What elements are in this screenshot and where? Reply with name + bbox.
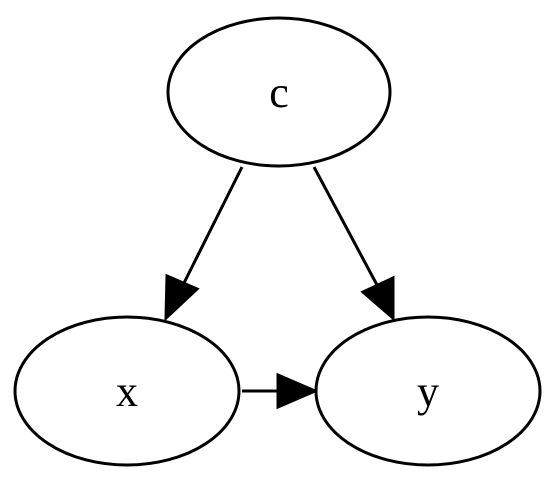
edge-x-to-y-arrowhead	[276, 372, 319, 410]
edge-c-to-x-line	[181, 166, 244, 286]
node-c: c	[166, 16, 392, 168]
edge-c-to-y	[312, 166, 395, 322]
node-y-label: y	[417, 367, 439, 416]
node-y: y	[314, 315, 542, 467]
edge-x-to-y	[242, 372, 319, 410]
node-c-label: c	[269, 68, 289, 117]
edge-c-to-y-line	[312, 166, 379, 286]
edge-c-to-y-arrowhead	[360, 275, 395, 322]
node-x: x	[13, 315, 241, 467]
edge-c-to-x-arrowhead	[164, 273, 200, 322]
edge-c-to-x	[164, 166, 244, 322]
node-y-ellipse	[314, 315, 542, 467]
node-x-ellipse	[13, 315, 241, 467]
node-c-ellipse	[166, 16, 392, 168]
node-x-label: x	[116, 367, 138, 416]
